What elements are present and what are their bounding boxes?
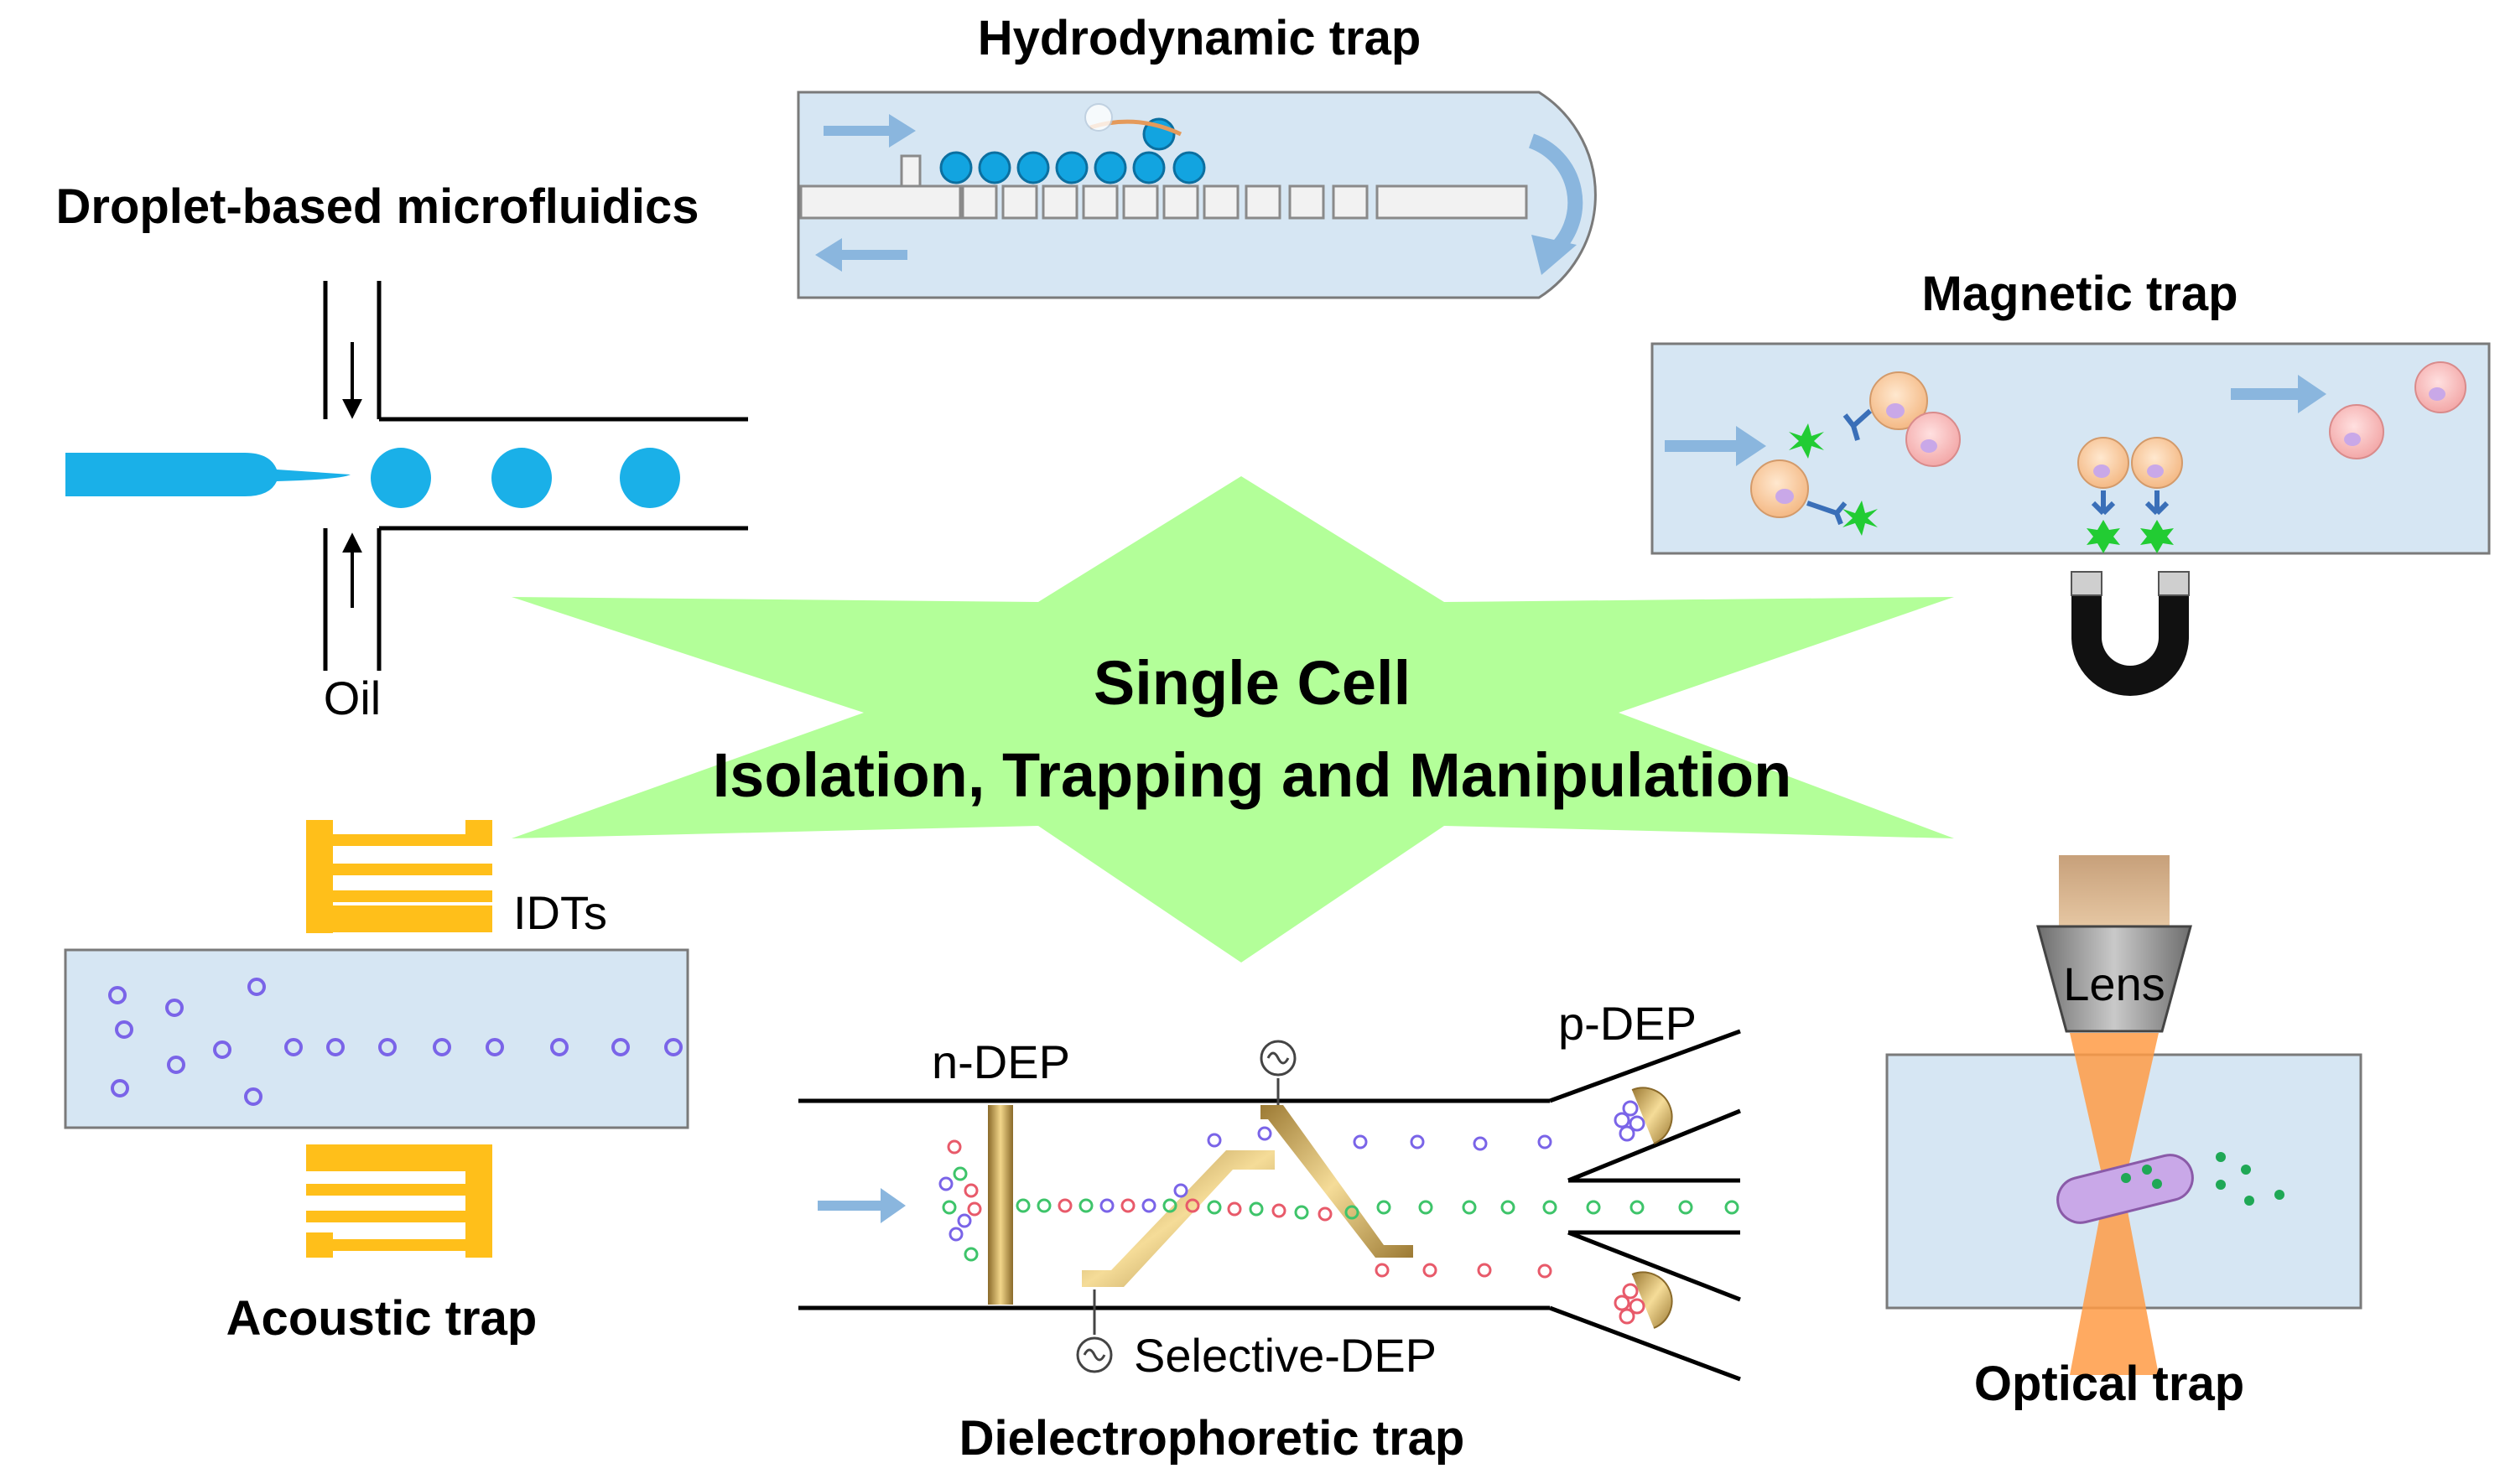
droplet — [491, 448, 552, 508]
labeled-cells — [1750, 371, 2183, 553]
magnet-icon — [2071, 571, 2190, 696]
trapped-cells — [939, 117, 1206, 184]
idt-bottom-icon — [306, 1144, 492, 1258]
acoustic-channel — [64, 948, 689, 1129]
lens-label: Lens — [2063, 957, 2165, 1010]
oil-label: Oil — [324, 672, 381, 724]
pdep-capture-bottom — [1614, 1271, 1673, 1329]
ac-source-top-icon — [1260, 1040, 1297, 1105]
acoustic-title: Acoustic trap — [226, 1291, 538, 1346]
dep-channel — [798, 1029, 1741, 1382]
idt-top-icon — [306, 820, 492, 933]
light-source — [2059, 855, 2170, 927]
optical-particles — [2121, 1152, 2284, 1206]
star-shape — [512, 476, 1954, 963]
center-star: Single Cell Isolation, Trapping and Mani… — [512, 476, 1954, 963]
flow-arrow-in — [824, 114, 916, 148]
droplet-channel — [323, 281, 748, 671]
ac-source-bottom-icon — [1076, 1289, 1113, 1373]
droplet — [620, 448, 680, 508]
droplet — [371, 448, 431, 508]
selective-electrode-right — [1260, 1105, 1413, 1258]
pdep-label: p-DEP — [1558, 997, 1697, 1050]
ndep-label: n-DEP — [932, 1035, 1070, 1088]
dep-particles — [938, 1126, 1739, 1279]
acoustic-panel: IDTs Acousti — [64, 820, 689, 1346]
dep-panel: n-DEP p-DEP Selective-DEP — [798, 997, 1741, 1466]
droplet-panel: Droplet-based microfluidics Oil — [55, 179, 748, 724]
optical-title: Optical trap — [1974, 1357, 2244, 1411]
acoustic-particles — [108, 978, 683, 1106]
magnetic-flow-arrow-out — [2231, 375, 2326, 413]
magnetic-flow-arrow-in — [1665, 426, 1766, 466]
hydrodynamic-panel: Hydrodynamic trap — [797, 11, 1597, 299]
flow-arrow-return-head — [1531, 235, 1577, 275]
optical-panel: Lens Optical trap — [1885, 855, 2362, 1411]
lens-icon — [2036, 925, 2192, 1033]
droplet-title: Droplet-based microfluidics — [55, 179, 699, 234]
dep-title: Dielectrophoretic trap — [959, 1411, 1465, 1466]
trapped-cell — [2056, 1154, 2194, 1224]
center-title-line1: Single Cell — [1094, 648, 1411, 718]
flow-arrow-out — [815, 238, 907, 272]
selective-dep-label: Selective-DEP — [1134, 1329, 1437, 1382]
trap-barrier — [799, 154, 1528, 220]
ndep-electrode — [988, 1105, 1013, 1305]
selective-electrode-left — [1082, 1150, 1275, 1287]
magnetic-title: Magnetic trap — [1921, 267, 2238, 321]
flow-arrow-return — [1528, 133, 1583, 257]
droplet-nozzle — [65, 453, 351, 496]
unlabeled-cells — [1905, 361, 2466, 467]
magnetic-panel: Magnetic trap — [1650, 267, 2491, 696]
pdep-capture-top — [1614, 1087, 1673, 1144]
hydrodynamic-title: Hydrodynamic trap — [978, 11, 1422, 65]
center-title-line2: Isolation, Trapping and Manipulation — [713, 740, 1792, 810]
dep-flow-arrow — [818, 1188, 906, 1223]
incoming-cell — [1084, 103, 1113, 132]
idt-label: IDTs — [513, 886, 607, 939]
